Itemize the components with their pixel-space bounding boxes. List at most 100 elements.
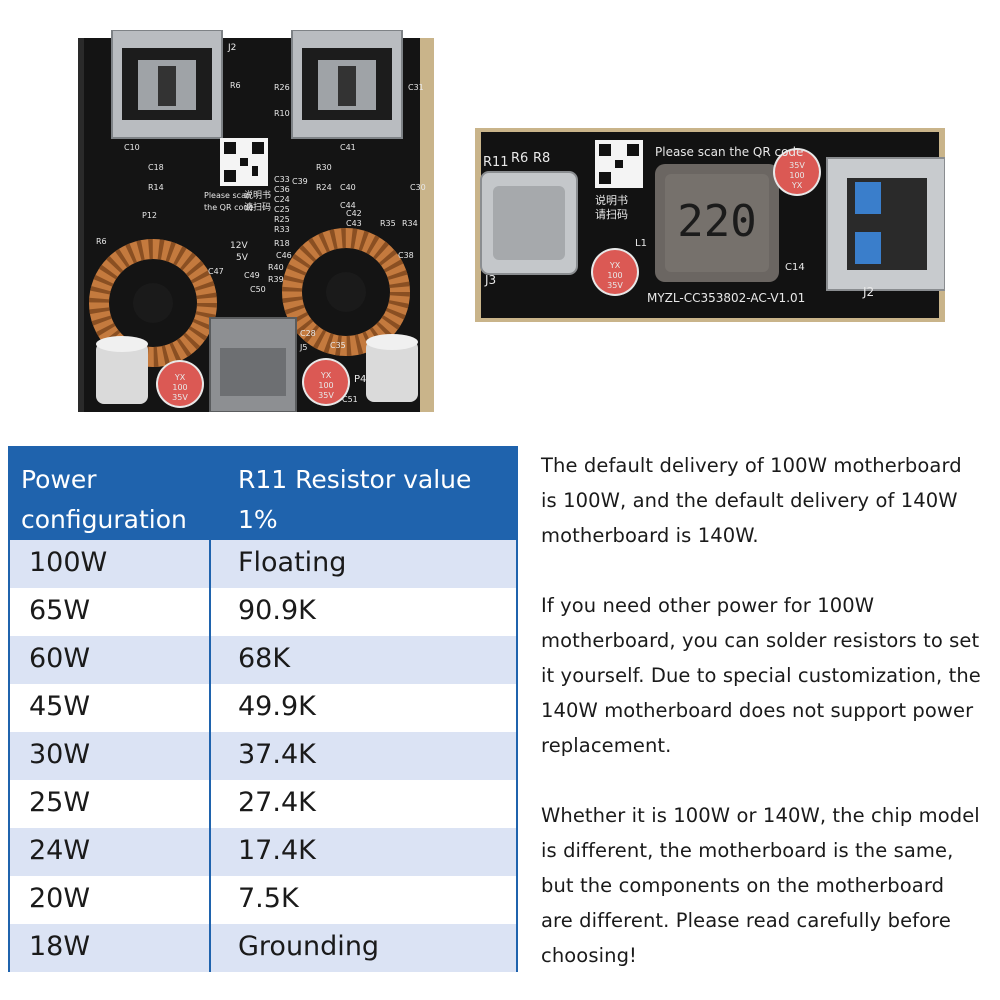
silk-label: C51 <box>342 395 358 404</box>
silk-label: J3 <box>484 273 496 287</box>
silk-label: J2 <box>862 285 874 299</box>
board-model: MYZL-CC353802-AC-V1.01 <box>647 291 805 305</box>
resistor-cell: 49.9K <box>238 691 316 722</box>
silk-label: C49 <box>244 271 260 280</box>
capacitor-red-1: YX 100 35V <box>591 248 639 296</box>
capacitor-red-1: YX 100 35V <box>156 360 204 408</box>
silk-label: R39 <box>268 275 284 284</box>
table-row: 20W 7.5K <box>10 876 516 924</box>
power-cell: 30W <box>29 739 91 770</box>
silk-label: C28 <box>300 329 316 338</box>
silk-label: C46 <box>276 251 292 260</box>
qr-caption-4: the QR code <box>204 203 253 212</box>
silk-label: R24 <box>316 183 332 192</box>
silk-label: R40 <box>268 263 284 272</box>
qr-code-2 <box>595 140 643 188</box>
silk-label: R25 <box>274 215 290 224</box>
cap2-text-2: 100 <box>318 381 333 390</box>
resistor-cell: 90.9K <box>238 595 316 626</box>
notes-block: The default delivery of 100W motherboard… <box>541 448 981 973</box>
silk-label: J2 <box>227 43 236 53</box>
silk-label: C14 <box>785 262 805 273</box>
table-row: 30W 37.4K <box>10 732 516 780</box>
column-divider <box>209 540 211 972</box>
silk-label: C10 <box>124 143 140 152</box>
qr-caption-1: 说明书 <box>595 193 628 207</box>
silk-label: P12 <box>142 211 157 220</box>
cap2-text-3: 35V <box>318 391 334 400</box>
cap1-text-2: 100 <box>607 271 622 280</box>
cap1-text-1: YX <box>609 261 621 270</box>
silk-label: C43 <box>346 219 362 228</box>
resistor-cell: 27.4K <box>238 787 316 818</box>
scan-caption: Please scan the QR code <box>655 145 803 159</box>
silk-label: J5 <box>299 343 307 352</box>
silk-label: R6 <box>511 151 528 166</box>
silk-label: C42 <box>346 209 362 218</box>
capacitor-left <box>96 336 148 404</box>
cap1-text-3: 35V <box>172 393 188 402</box>
silk-label: C33 <box>274 175 290 184</box>
silk-label: R18 <box>274 239 290 248</box>
power-cell: 20W <box>29 883 91 914</box>
silk-label: C31 <box>408 83 424 92</box>
inductor: 220 <box>655 164 779 282</box>
resistor-cell: 7.5K <box>238 883 299 914</box>
table-row: 45W 49.9K <box>10 684 516 732</box>
capacitor-red-2: 35V 100 YX <box>773 148 821 196</box>
silk-label: C36 <box>274 185 290 194</box>
cap2-text-1: 35V <box>789 161 805 170</box>
power-cell: 45W <box>29 691 91 722</box>
silk-label: R6 <box>230 81 241 90</box>
silk-label: C18 <box>148 163 164 172</box>
silk-label: C40 <box>340 183 356 192</box>
table-header: Power configuration R11 Resistor value 1… <box>10 448 516 540</box>
silk-label: C30 <box>410 183 426 192</box>
silk-label: R26 <box>274 83 290 92</box>
cap1-text-3: 35V <box>607 281 623 290</box>
qr-caption-3: Please scan <box>204 191 251 200</box>
note-chip-model: Whether it is 100W or 140W, the chip mod… <box>541 804 980 967</box>
cap2-text-3: YX <box>791 181 803 190</box>
cap2-text-1: YX <box>320 371 332 380</box>
power-cell: 100W <box>29 547 108 578</box>
pcb-photo-single-port: 220 YX 100 35V 35V 100 YX R11 R6 R8 J3 L… <box>475 128 945 322</box>
resistor-cell: 68K <box>238 643 291 674</box>
silk-label: 5V <box>236 253 249 263</box>
table-row: 18W Grounding <box>10 924 516 972</box>
pcb-photo-dual-port: YX 100 35V YX 100 35V J2 R6 R26 R10 C31 … <box>78 30 434 412</box>
silk-label: C44 <box>340 201 356 210</box>
resistor-cell: Grounding <box>238 931 380 962</box>
resistor-cell: 37.4K <box>238 739 316 770</box>
power-cell: 25W <box>29 787 91 818</box>
silk-label: R35 <box>380 219 396 228</box>
power-cell: 60W <box>29 643 91 674</box>
toroid-coil-right <box>282 228 410 356</box>
silk-label: R11 <box>483 155 509 170</box>
cap1-text-1: YX <box>174 373 186 382</box>
resistor-cell: 17.4K <box>238 835 316 866</box>
silk-label: C50 <box>250 285 266 294</box>
toroid-coil-left <box>89 239 217 367</box>
silk-label: C35 <box>330 341 346 350</box>
cap1-text-2: 100 <box>172 383 187 392</box>
table-row: 65W 90.9K <box>10 588 516 636</box>
power-cell: 65W <box>29 595 91 626</box>
table-row: 60W 68K <box>10 636 516 684</box>
table-row: 24W 17.4K <box>10 828 516 876</box>
usb-port-left <box>111 30 223 139</box>
usb-port-right <box>291 30 403 139</box>
header-r11-resistor-value: R11 Resistor value 1% <box>238 465 472 534</box>
qr-caption-1: 说明书 <box>244 189 271 201</box>
qr-caption-2: 请扫码 <box>595 208 628 221</box>
silk-label: R30 <box>316 163 332 172</box>
pcb-edge <box>420 38 434 412</box>
capacitor-right <box>366 334 418 402</box>
table-row: 100W Floating <box>10 540 516 588</box>
silk-label: R34 <box>402 219 418 228</box>
silk-label: R10 <box>274 109 290 118</box>
silk-label: C24 <box>274 195 290 204</box>
silk-label: P4 <box>354 374 366 385</box>
silk-label: C47 <box>208 267 224 276</box>
silk-label: C25 <box>274 205 290 214</box>
